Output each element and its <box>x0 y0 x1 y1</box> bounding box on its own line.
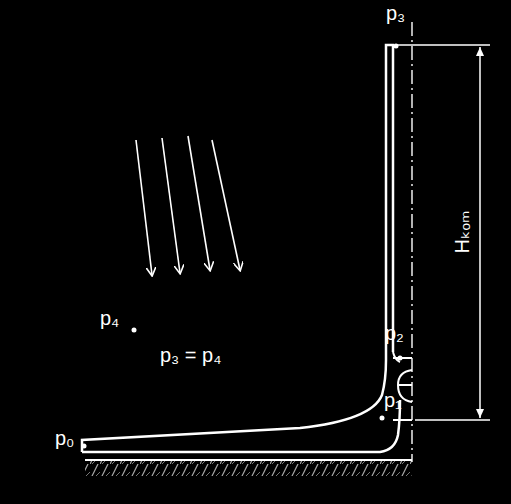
pressure-label: p₃ <box>386 3 405 23</box>
ground <box>85 460 412 476</box>
dimension-h <box>396 45 490 420</box>
duct-outline <box>82 45 400 452</box>
pressure-label: p₁ <box>384 390 402 410</box>
wind-arrows <box>136 136 240 275</box>
pressure-label: p₄ <box>100 308 119 328</box>
pressure-label: p₀ <box>55 428 74 448</box>
axis-line <box>411 22 412 462</box>
pressure-points <box>82 44 403 449</box>
pressure-label: p₂ <box>385 323 404 343</box>
equation-label: p₃ = p₄ <box>160 345 221 365</box>
dimension-label: Hₖₒₘ <box>452 211 472 254</box>
